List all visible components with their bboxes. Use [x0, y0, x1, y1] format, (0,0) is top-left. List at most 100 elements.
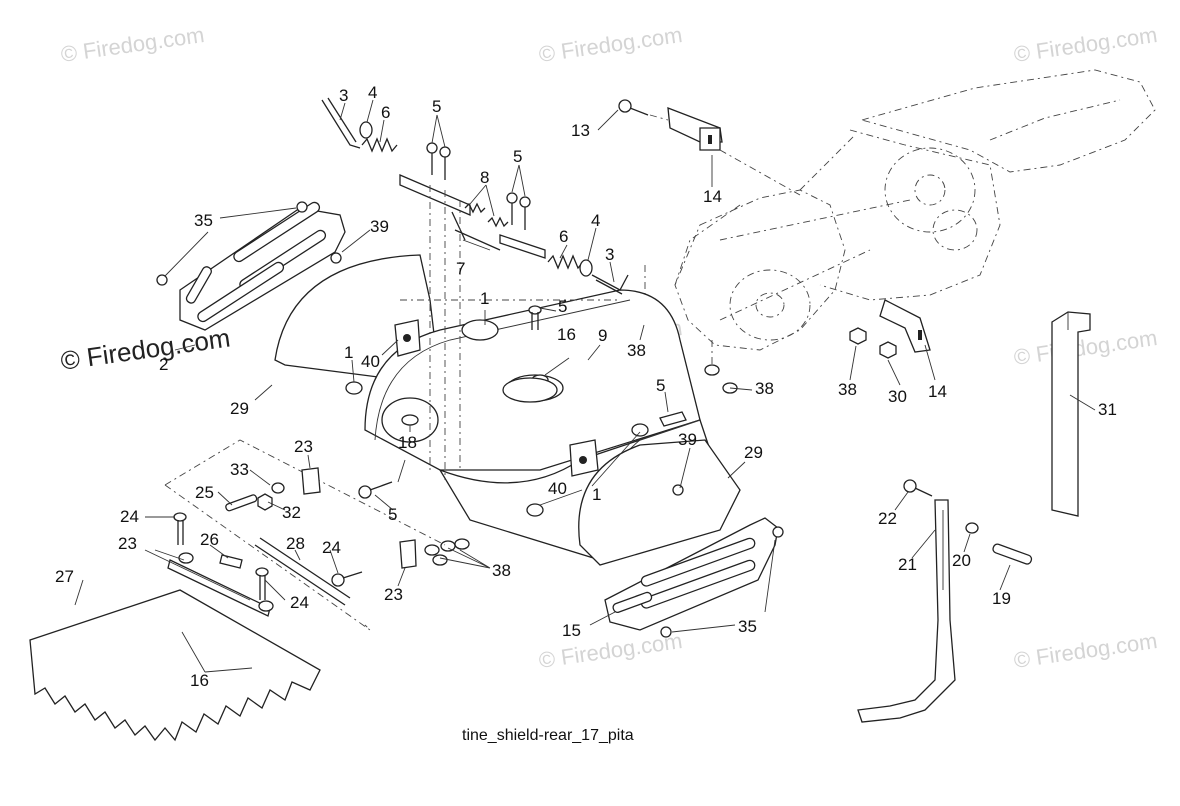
bolt-39-right: [672, 484, 684, 496]
label-1-right: 1: [592, 485, 601, 504]
bolt-5-side: [659, 411, 687, 427]
rod-3-right: [591, 274, 629, 295]
label-7: 7: [456, 259, 465, 278]
label-29-right: 29: [744, 443, 763, 462]
nut-30: [879, 341, 897, 359]
rod-28: [254, 537, 351, 606]
label-13: 13: [571, 121, 590, 140]
label-5-top-left: 5: [432, 97, 441, 116]
label-5-lower: 5: [388, 505, 397, 524]
bracket-14-lower: [879, 299, 931, 353]
bolt-24-a: [173, 512, 187, 545]
label-9: 9: [598, 326, 607, 345]
bolt-24-b: [255, 567, 269, 600]
nuts-38-cluster: [424, 538, 470, 566]
bracket-23-bottom: [399, 539, 417, 569]
nut-38-right: [849, 327, 867, 345]
spring-6-left: [361, 137, 398, 153]
label-23-mid: 23: [118, 534, 137, 553]
bolt-35-right-top: [772, 526, 784, 538]
label-1-left: 1: [344, 343, 353, 362]
label-5-top-right: 5: [513, 147, 522, 166]
label-33: 33: [230, 460, 249, 479]
label-38-upper: 38: [627, 341, 646, 360]
label-35-top: 35: [194, 211, 213, 230]
label-21: 21: [898, 555, 917, 574]
tine-holder-dashed-box: [164, 439, 446, 631]
nut-32: [257, 493, 273, 511]
label-5-mid: 5: [558, 297, 567, 316]
watermark-top-right: © Firedog.com: [1012, 22, 1159, 67]
label-3-left: 3: [339, 86, 348, 105]
label-4-left: 4: [368, 83, 377, 102]
drag-bar-31: [1051, 311, 1091, 517]
label-23-top: 23: [294, 437, 313, 456]
side-shield-left: [179, 201, 346, 331]
bolt-35-right-bottom: [660, 626, 672, 638]
side-shield-15: [604, 517, 779, 631]
label-18: 18: [398, 433, 417, 452]
nuts-38-pair: [704, 364, 738, 394]
plate-26: [219, 554, 243, 569]
label-22: 22: [878, 509, 897, 528]
rubber-flap-27: [29, 589, 321, 742]
watermark-top-center: © Firedog.com: [537, 22, 684, 67]
depth-stake-21: [857, 499, 956, 723]
label-38-right: 38: [838, 380, 857, 399]
clip-4-right: [579, 259, 593, 277]
label-38-bottom: 38: [492, 561, 511, 580]
tiller-body-outline: [674, 69, 1156, 351]
label-28: 28: [286, 534, 305, 553]
spring-6-right: [547, 254, 584, 270]
watermark-left-dark: © Firedog.com: [59, 322, 232, 375]
label-1-top: 1: [480, 289, 489, 308]
label-15: 15: [562, 621, 581, 640]
label-24-a: 24: [120, 507, 139, 526]
label-30: 30: [888, 387, 907, 406]
label-40-right: 40: [548, 479, 567, 498]
bolts-5-pair-left: [426, 142, 451, 180]
label-23-bottom: 23: [384, 585, 403, 604]
label-19: 19: [992, 589, 1011, 608]
label-26: 26: [200, 530, 219, 549]
label-39-right: 39: [678, 430, 697, 449]
bushing-1-right: [631, 423, 649, 437]
label-40-left: 40: [361, 352, 380, 371]
label-25: 25: [195, 483, 214, 502]
bracket-14-upper: [667, 107, 723, 151]
bracket-40-right: [569, 439, 599, 477]
label-8: 8: [480, 168, 489, 187]
tine-bar: [167, 552, 274, 617]
washer-18: [401, 414, 419, 426]
watermark-mid-right: © Firedog.com: [1012, 325, 1159, 370]
label-29-left: 29: [230, 399, 249, 418]
hitch-bracket-7: [399, 174, 546, 259]
label-4-right: 4: [591, 211, 600, 230]
bracket-40-left: [394, 319, 421, 357]
watermark-top-left: © Firedog.com: [59, 22, 206, 67]
bolt-13: [618, 99, 649, 116]
clip-4-left: [359, 121, 373, 139]
label-24-b: 24: [322, 538, 341, 557]
label-6-left: 6: [381, 103, 390, 122]
bolt-5-top: [528, 305, 542, 330]
label-20: 20: [952, 551, 971, 570]
label-2: 2: [159, 355, 168, 374]
label-39-top: 39: [370, 217, 389, 236]
rod-3-left: [321, 97, 361, 149]
bolt-22: [903, 479, 933, 497]
pin-25: [225, 494, 258, 512]
label-38-tiller: 38: [755, 379, 774, 398]
label-14-bottom: 14: [928, 382, 947, 401]
washer-20: [965, 522, 979, 534]
label-24-c: 24: [290, 593, 309, 612]
label-14-top: 14: [703, 187, 722, 206]
label-35-bottom: 35: [738, 617, 757, 636]
pin-19: [992, 543, 1033, 565]
side-plate-29-right: [578, 439, 741, 566]
bolt-5-lower: [358, 481, 393, 499]
bolt-35-bottom: [156, 274, 168, 286]
bolt-35-top: [296, 201, 308, 213]
watermark-bottom-right: © Firedog.com: [1012, 628, 1159, 673]
